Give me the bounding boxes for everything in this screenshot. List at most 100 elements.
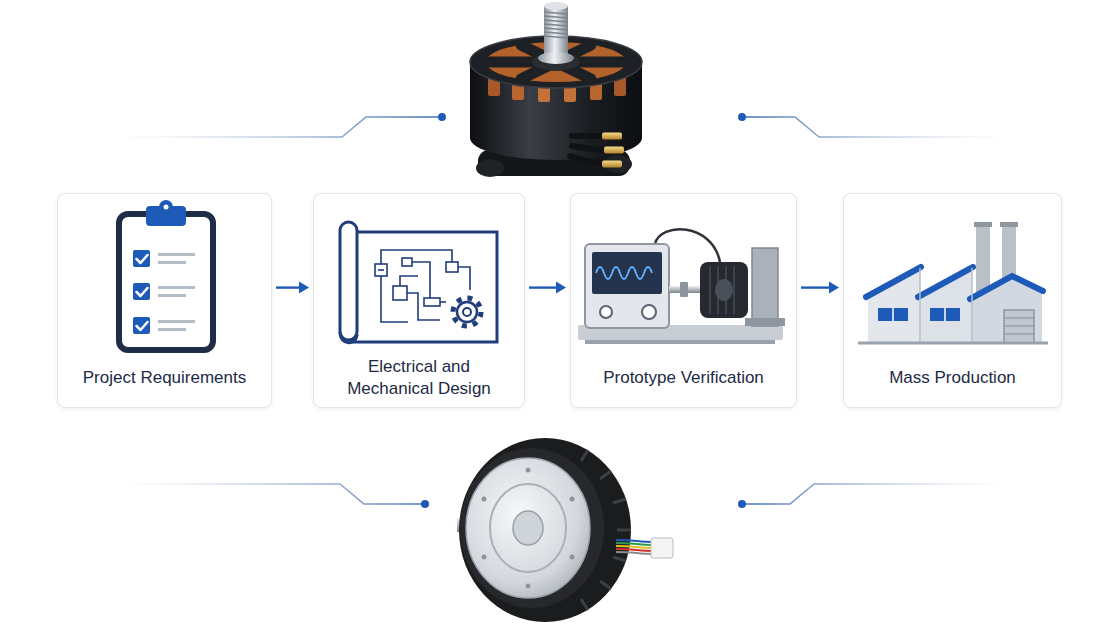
blueprint-roll	[340, 222, 357, 340]
shaft-coupling	[680, 282, 688, 297]
chimney-cap	[974, 222, 992, 227]
copper-slot	[488, 76, 500, 96]
clip-hole	[164, 205, 169, 210]
checkbox	[133, 283, 150, 300]
instrument-knob	[600, 306, 612, 318]
motor-shaft	[544, 6, 568, 62]
spoke	[521, 62, 556, 79]
instrument-case	[585, 244, 669, 328]
bullet-connector	[602, 133, 622, 140]
instrument-screen	[592, 252, 662, 294]
test-cable	[655, 229, 720, 262]
leader-dot	[438, 113, 446, 121]
motor-mount	[752, 248, 778, 326]
motor-bell	[470, 36, 642, 88]
tire-tread	[581, 450, 631, 610]
factory-window	[930, 308, 960, 321]
hub-motor-wheel	[457, 438, 673, 622]
garage-door	[1004, 310, 1034, 343]
blueprint-icon	[340, 222, 497, 343]
shaft-collar	[538, 52, 574, 64]
copper-slot	[590, 80, 602, 100]
chimney-cap	[1000, 222, 1018, 227]
arrow-head	[299, 282, 309, 294]
waveform	[596, 267, 652, 279]
gear-hole	[463, 308, 471, 316]
hub-center	[513, 511, 543, 545]
tire	[459, 438, 631, 622]
leader-lines	[118, 117, 1005, 504]
test-shaft	[669, 286, 701, 293]
wire-connector	[651, 538, 673, 558]
wheel-shaft	[457, 518, 491, 532]
window-bar	[892, 308, 894, 321]
clipboard-icon	[119, 200, 213, 350]
ground-line	[858, 342, 1048, 345]
leader-line	[118, 484, 425, 504]
arrow-line	[529, 286, 558, 288]
clipboard-board	[119, 214, 213, 350]
copper-slot	[512, 80, 524, 100]
gear-body	[457, 302, 477, 322]
factory-roofs	[866, 267, 1043, 299]
motor-foot	[476, 159, 504, 177]
blueprint-curl	[340, 332, 357, 343]
check-marks	[137, 255, 148, 330]
clipboard-clip	[146, 206, 186, 226]
blueprint-sheet	[352, 232, 497, 342]
arrow-head	[829, 282, 839, 294]
leader-line	[742, 484, 1005, 504]
factory-window	[878, 308, 908, 321]
wire	[572, 146, 604, 150]
arrow-line	[276, 286, 301, 288]
box-label: Electrical and Mechanical Design	[334, 356, 504, 400]
checklist-lines	[158, 253, 195, 331]
copper-slot	[614, 76, 626, 96]
box-label: Mass Production	[855, 367, 1050, 389]
schematic	[375, 250, 470, 322]
bell-hub	[532, 53, 580, 71]
box-label: Prototype Verification	[581, 367, 786, 389]
spoke	[486, 57, 556, 68]
spoke	[556, 57, 626, 68]
tire-sidewall	[460, 448, 604, 608]
flow-arrow	[529, 282, 566, 294]
bullet-connector	[602, 161, 622, 168]
motor-base	[478, 150, 630, 176]
spoke	[556, 45, 591, 62]
process-box: Project Requirements	[57, 193, 272, 408]
leader-dot	[738, 113, 746, 121]
wall-edge	[971, 268, 973, 343]
instrument-knob	[642, 305, 656, 319]
gear-teeth	[453, 298, 481, 326]
shaft-thread	[544, 12, 568, 38]
spoke	[556, 62, 591, 79]
clipboard-clip	[159, 200, 173, 214]
motor-windings	[486, 42, 626, 82]
factory-hall	[920, 268, 972, 343]
chimney	[1002, 222, 1016, 297]
motor-wires	[570, 136, 604, 164]
drone-motor	[470, 2, 642, 177]
leader-dot	[738, 500, 746, 508]
motor-foot	[604, 155, 632, 173]
door-slats	[1004, 318, 1034, 334]
wheel-cable	[616, 540, 652, 554]
wall-edge	[919, 268, 921, 343]
process-box: Mass Production	[843, 193, 1062, 408]
motor-body	[470, 62, 642, 160]
process-box: Prototype Verification	[570, 193, 797, 408]
arrow-head	[556, 282, 566, 294]
copper-slot	[538, 82, 550, 102]
spoke	[521, 45, 556, 62]
hub-ring	[490, 484, 566, 572]
bullet-connector	[604, 147, 624, 154]
bench-table	[578, 325, 783, 340]
factory-icon	[858, 222, 1048, 343]
wheel-hub	[466, 458, 590, 598]
factory-hall	[868, 268, 920, 343]
shaft-thread	[461, 518, 474, 532]
flow-arrow	[276, 282, 309, 294]
hub-bolts	[482, 468, 575, 589]
